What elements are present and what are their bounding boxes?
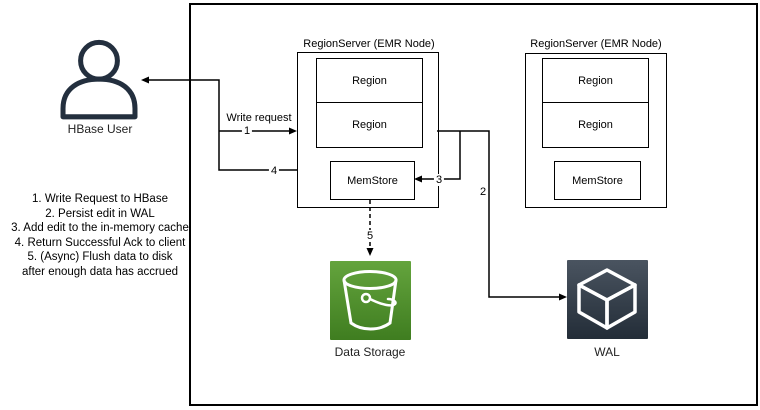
wal-label: WAL <box>594 345 620 359</box>
regionserver2-title: RegionServer (EMR Node) <box>530 38 662 50</box>
edge-label-2: 2 <box>477 186 489 198</box>
step-4: 4. Return Successful Ack to client <box>14 236 186 249</box>
s3-bucket-icon <box>342 270 398 331</box>
wal-cube-icon <box>577 268 637 330</box>
regionserver1-region-1: Region <box>316 58 423 103</box>
data-storage-label: Data Storage <box>334 345 406 359</box>
step-5-cont: after enough data has accrued <box>21 265 178 278</box>
edge-label-5: 5 <box>364 230 376 242</box>
regionserver1-memstore: MemStore <box>330 161 415 200</box>
regionserver2-memstore: MemStore <box>554 161 641 200</box>
step-3: 3. Add edit to the in-memory cache <box>11 222 189 235</box>
regionserver2-region-1: Region <box>542 58 649 103</box>
regionserver2-region-2: Region <box>542 102 649 148</box>
write-request-label: Write request <box>224 112 294 124</box>
edge-label-1: 1 <box>241 125 253 137</box>
steps-list: 1. Write Request to HBase 2. Persist edi… <box>2 192 198 280</box>
edge-label-4: 4 <box>268 165 280 177</box>
user-label: HBase User <box>67 122 133 136</box>
step-2: 2. Persist edit in WAL <box>45 207 155 220</box>
user-icon <box>60 39 138 120</box>
regionserver1-title: RegionServer (EMR Node) <box>303 38 435 50</box>
step-1: 1. Write Request to HBase <box>32 193 168 205</box>
step-5: 5. (Async) Flush data to disk <box>27 251 173 264</box>
edge-label-3: 3 <box>433 174 445 186</box>
regionserver1-region-2: Region <box>316 102 423 148</box>
cluster-boundary <box>189 3 758 406</box>
